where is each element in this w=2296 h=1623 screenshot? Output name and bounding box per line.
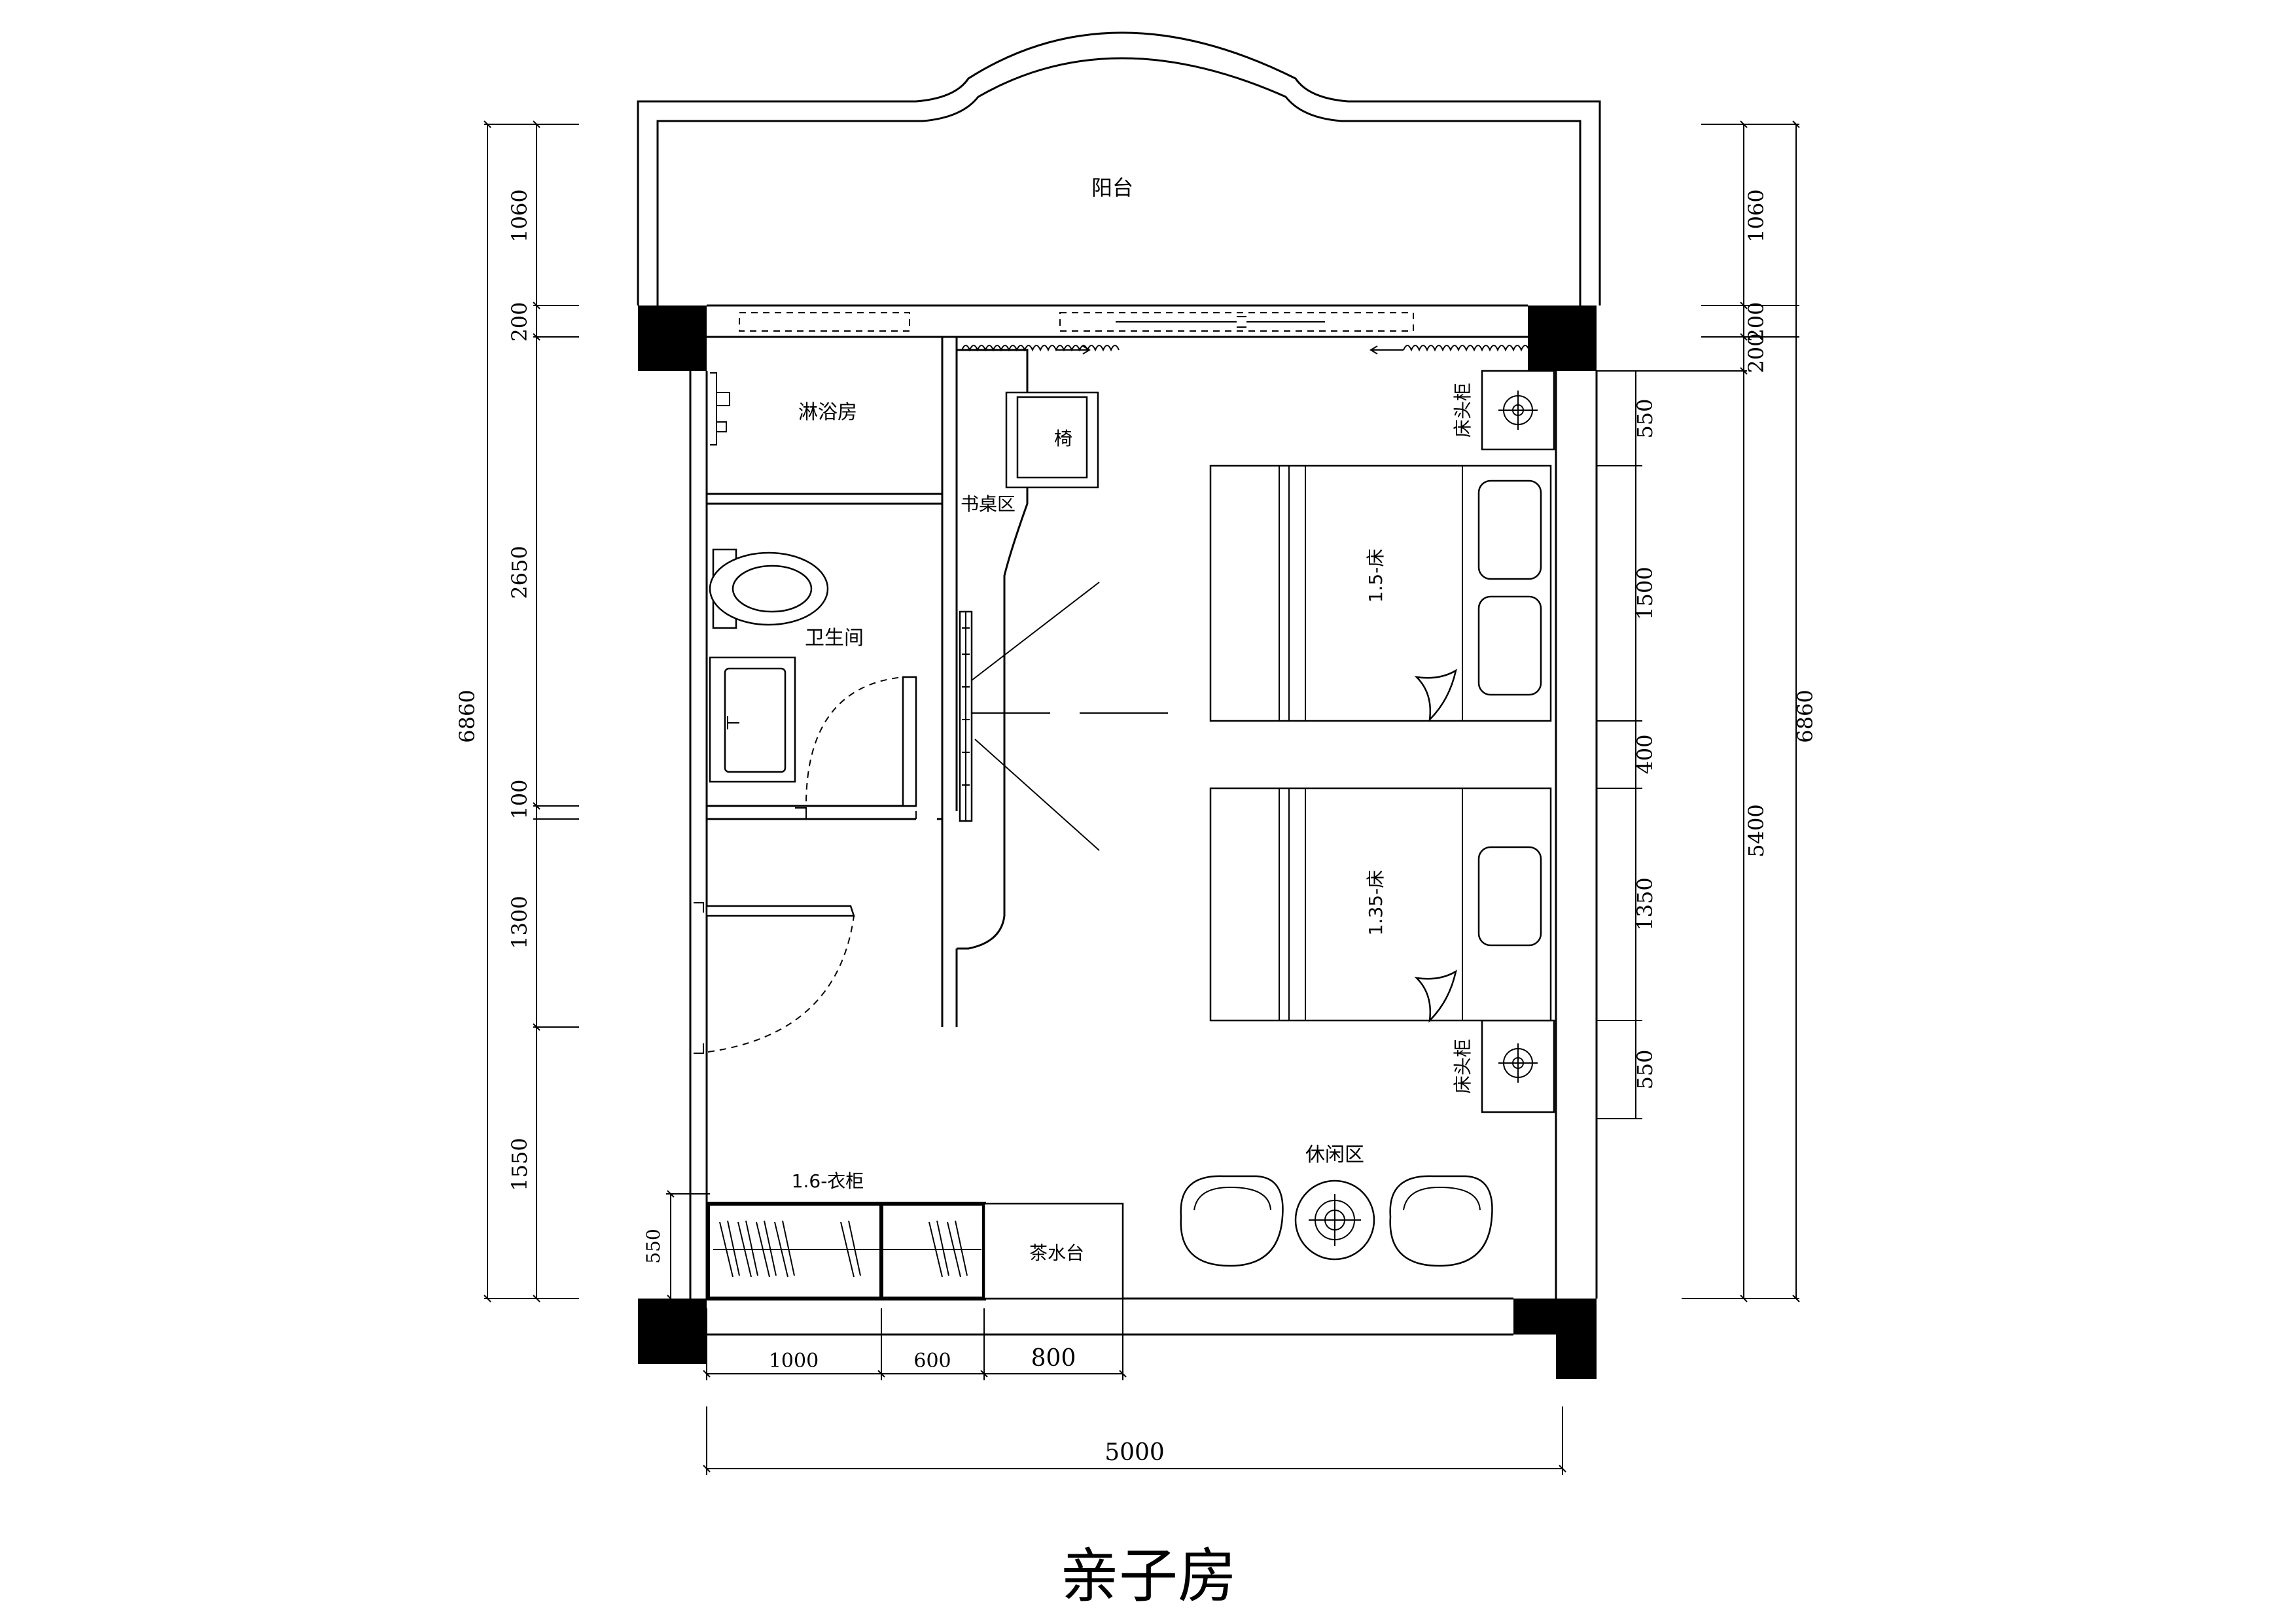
balcony-label: 阳台 — [1091, 175, 1133, 200]
armchair-left — [1180, 1175, 1284, 1267]
column-bottom-left — [638, 1299, 707, 1364]
bedside-top-label: 床头柜 — [1452, 383, 1474, 438]
dimensions-bottom: 1000 600 800 5000 — [703, 1299, 1566, 1475]
bathroom-label: 卫生间 — [805, 627, 864, 650]
toilet — [709, 548, 829, 629]
tea-counter-label: 茶水台 — [1029, 1242, 1084, 1264]
side-table — [1294, 1179, 1375, 1261]
lounge-area: 休闲区 — [1180, 1143, 1493, 1267]
dim-bottom-3: 800 — [1031, 1345, 1076, 1372]
bedside-table-bottom: 床头柜 — [1452, 1019, 1555, 1113]
window-right — [1059, 312, 1414, 332]
wardrobe-label: 1.6-衣柜 — [792, 1170, 864, 1192]
curtain-right — [1403, 345, 1545, 352]
bedside-table-top: 床头柜 — [1452, 370, 1555, 451]
window-left — [739, 312, 910, 332]
tv — [959, 610, 973, 822]
dimensions-right: 6860 5400 1060 200 200 550 1500 400 1350… — [1596, 120, 1818, 1302]
dim-right-2: 1500 — [1633, 567, 1657, 620]
bed-small-label: 1.35-床 — [1365, 870, 1386, 935]
bed-small: 1.35-床 — [1209, 787, 1552, 1023]
tea-counter: 茶水台 — [983, 1202, 1124, 1300]
column-top-left — [638, 305, 707, 371]
lounge-label: 休闲区 — [1305, 1143, 1364, 1166]
desk-wall: 椅 书桌区 — [941, 349, 1168, 1027]
dim-bottom-1: 1000 — [769, 1350, 819, 1372]
dim-bottom-2: 600 — [913, 1350, 951, 1372]
dim-right-1: 550 — [1633, 398, 1657, 438]
dim-right-5: 550 — [1633, 1049, 1657, 1089]
dim-bottom-total: 5000 — [1104, 1439, 1165, 1466]
desk-area-label: 书桌区 — [961, 493, 1016, 515]
dim-left-2: 200 — [507, 302, 532, 341]
window-wall — [707, 304, 1528, 338]
chair-label: 椅 — [1054, 428, 1072, 449]
column-top-right — [1528, 305, 1597, 371]
pillow — [1477, 595, 1542, 696]
dim-right-top-1: 1060 — [1744, 189, 1769, 242]
dim-right-total: 6860 — [1793, 689, 1818, 742]
armchair-right — [1389, 1175, 1493, 1267]
balcony-outer-wall — [637, 31, 1601, 305]
bed-large: 1.5-床 — [1209, 464, 1552, 722]
dim-right-4: 1350 — [1633, 877, 1657, 930]
dim-left-1: 1060 — [507, 189, 532, 242]
sink — [709, 656, 796, 783]
dim-left-3: 2650 — [507, 546, 532, 599]
bedside-bottom-label: 床头柜 — [1452, 1039, 1474, 1094]
balcony: 阳台 — [637, 31, 1601, 305]
shower-label: 淋浴房 — [798, 401, 857, 424]
dimensions-left: 6860 1060 200 2650 100 1300 1550 550 — [455, 120, 710, 1302]
column-bottom-right — [1513, 1299, 1597, 1379]
pillow — [1477, 480, 1542, 580]
drawing-title: 亲子房 — [1060, 1542, 1237, 1611]
curtain-left — [961, 345, 1120, 352]
dim-left-5: 1300 — [507, 896, 532, 949]
dim-wardrobe-depth: 550 — [643, 1229, 664, 1263]
entry-door — [694, 902, 855, 1054]
hangers — [719, 1220, 968, 1278]
tv-view-lines — [971, 582, 1168, 851]
shower-fixture — [710, 372, 730, 445]
bed-large-label: 1.5-床 — [1365, 549, 1386, 603]
dim-right-3: 400 — [1633, 734, 1657, 774]
dim-right-top-3: 200 — [1744, 333, 1769, 373]
bathroom-door — [795, 676, 917, 819]
dim-right-top-2: 200 — [1744, 302, 1769, 341]
dim-left-6: 1550 — [507, 1138, 532, 1191]
dim-left-total: 6860 — [455, 689, 480, 742]
dim-left-4: 100 — [507, 779, 532, 819]
wardrobe: 1.6-衣柜 — [706, 1170, 986, 1300]
dim-right-mid-total: 5400 — [1744, 804, 1769, 857]
bathroom-block: 淋浴房 卫生间 — [707, 337, 958, 981]
balcony-inner-wall — [656, 57, 1581, 305]
pillow — [1477, 846, 1542, 947]
